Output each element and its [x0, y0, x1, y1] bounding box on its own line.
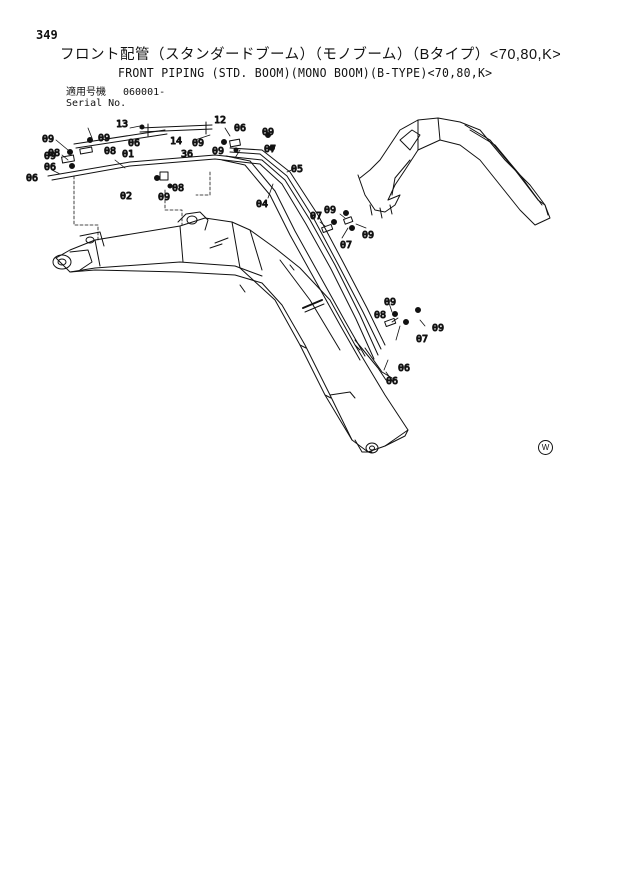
callout-08-a: 08 [48, 148, 60, 159]
callout-04: 04 [256, 199, 268, 210]
callout-09-i: 09 [362, 230, 374, 241]
callout-09-f: 09 [158, 192, 170, 203]
serial-label: 適用号機 Serial No. [66, 87, 126, 109]
callout-06-b: 06 [44, 162, 56, 173]
page-title-english: FRONT PIPING (STD. BOOM)(MONO BOOM)(B-TY… [118, 65, 493, 80]
callout-08-b: 08 [104, 146, 116, 157]
callout-09-j: 09 [384, 297, 396, 308]
callout-07-a: 07 [264, 144, 276, 155]
callout-08-d: 08 [374, 310, 386, 321]
serial-label-english: Serial No. [66, 98, 127, 109]
boom-body [55, 217, 409, 454]
callout-09-b: 09 [98, 133, 110, 144]
callout-06-f: 06 [386, 376, 398, 387]
callout-07-c: 07 [340, 240, 352, 251]
callout-13: 13 [116, 119, 128, 130]
page-title-japanese: フロント配管（スタンダードブーム）（モノブーム）（Bタイプ）<70,80,K> [60, 47, 562, 63]
watermark-w: W [538, 440, 553, 455]
callout-07-b: 07 [310, 211, 322, 222]
serial-number-range: 060001- [123, 87, 166, 98]
callout-labels: 13 06 14 12 09 09 09 08 08 06 06 01 02 0… [26, 115, 445, 388]
boom-foot-pin [52, 231, 105, 271]
excavator-front-thumbnail [357, 117, 551, 226]
callout-07-d: 07 [416, 334, 428, 345]
callout-01: 01 [122, 149, 134, 160]
fittings [67, 124, 421, 325]
callout-02: 02 [120, 191, 132, 202]
callout-09-a: 09 [42, 134, 54, 145]
callout-09-e: 09 [212, 146, 224, 157]
adapters [61, 138, 397, 328]
page-number: 349 [36, 28, 58, 42]
callout-09-k: 09 [432, 323, 444, 334]
leader-lines [51, 125, 426, 383]
callout-06-e: 06 [398, 363, 410, 374]
callout-09-d: 09 [192, 138, 204, 149]
serial-label-japanese: 適用号機 [66, 87, 106, 98]
piping-lines [47, 121, 393, 381]
callout-06-c: 06 [26, 173, 38, 184]
callout-06-a: 06 [128, 138, 140, 149]
boom-bracket [177, 211, 209, 231]
callout-08-c: 08 [172, 183, 184, 194]
callout-09-g: 09 [262, 127, 274, 138]
callout-14: 14 [170, 136, 182, 147]
callout-09-c: 09 [44, 151, 56, 162]
callout-09-h: 09 [324, 205, 336, 216]
callout-36: 36 [181, 149, 193, 160]
callout-12: 12 [214, 115, 226, 126]
callout-05: 05 [291, 164, 303, 175]
callout-06-d: 06 [234, 123, 246, 134]
